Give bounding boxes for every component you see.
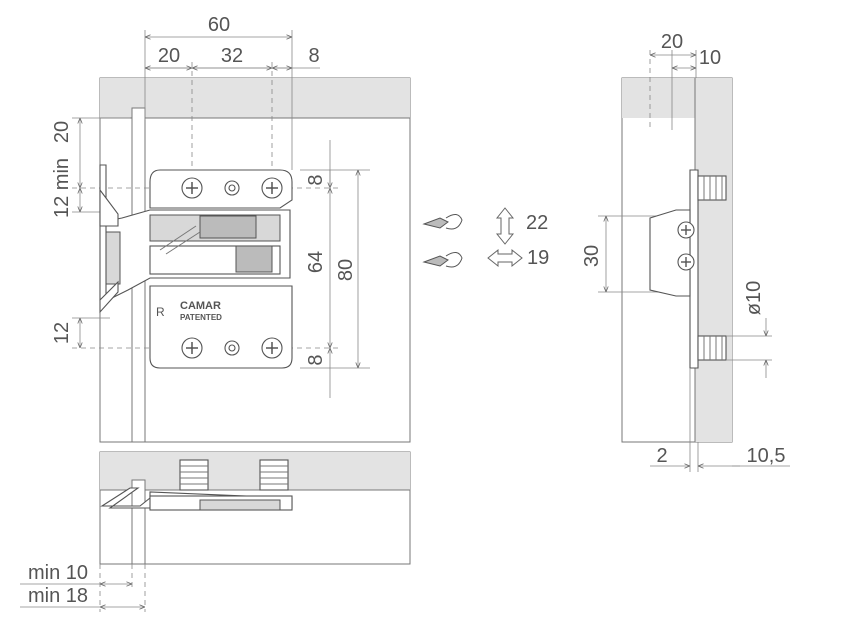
- bottom-view: min 10 min 18: [20, 451, 411, 612]
- brand-label: CAMAR: [180, 300, 221, 312]
- hinge-side-profile: [649, 169, 727, 369]
- side-dim-d10: ø10: [743, 281, 765, 315]
- dim-12-min: 12 min: [51, 158, 73, 218]
- screw-top-left: [181, 177, 203, 199]
- side-panel: [695, 78, 732, 442]
- double-arrow-vertical-icon: [495, 207, 515, 245]
- dim-20-left: 20: [51, 121, 73, 143]
- screwdriver-icon: [422, 252, 463, 268]
- screwdriver-icon: [422, 214, 463, 230]
- label-r: R: [156, 305, 165, 319]
- screw-bottom-right: [261, 337, 283, 359]
- screw-top-right: [261, 177, 283, 199]
- side-dim-2: 2: [656, 445, 667, 467]
- side-dim-10: 10: [699, 47, 721, 69]
- dim-64: 64: [305, 251, 327, 273]
- dim-8: 8: [308, 45, 319, 67]
- dim-80: 80: [335, 259, 357, 281]
- adjustment-legend: 22 19: [422, 207, 549, 269]
- cabinet-top-panel: [100, 78, 410, 118]
- dim-8-top: 8: [305, 174, 327, 185]
- dim-20: 20: [158, 45, 180, 67]
- min-10: min 10: [28, 562, 88, 584]
- patented-label: PATENTED: [180, 313, 222, 322]
- hinge-plate-front: [99, 164, 293, 369]
- dim-60: 60: [208, 14, 230, 36]
- cam-bottom: [224, 340, 240, 356]
- front-view: 60 20 32 8 20 12 min 12 8 64 8 80: [51, 14, 411, 443]
- dim-8-bottom: 8: [305, 354, 327, 365]
- side-dim-10-5: 10,5: [747, 445, 786, 467]
- min-18: min 18: [28, 585, 88, 607]
- dim-32: 32: [221, 45, 243, 67]
- side-view: 20 10 30: [581, 31, 790, 472]
- cam-top: [224, 180, 240, 196]
- side-dim-20: 20: [661, 31, 683, 53]
- double-arrow-horizontal-icon: [487, 248, 523, 268]
- adjust-vertical-value: 22: [526, 212, 548, 234]
- screw-bottom-left: [181, 337, 203, 359]
- dim-12: 12: [51, 322, 73, 344]
- side-dim-30: 30: [581, 245, 603, 267]
- adjust-horizontal-value: 19: [527, 247, 549, 269]
